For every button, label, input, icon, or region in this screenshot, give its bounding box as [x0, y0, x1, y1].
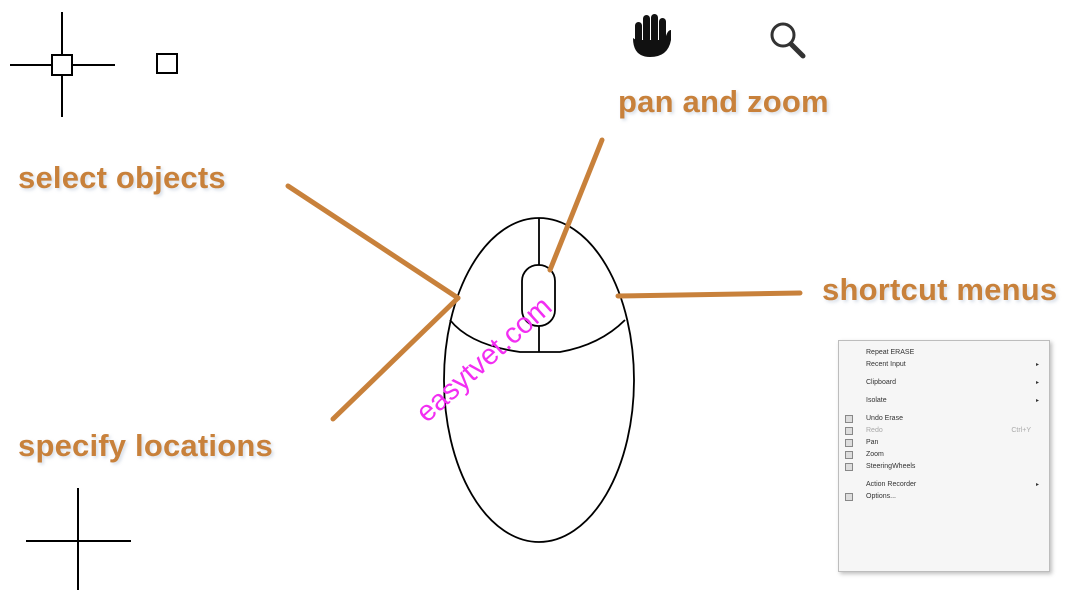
pan-and-zoom-label: pan and zoom	[618, 84, 829, 120]
leader-lines	[288, 140, 800, 419]
menu-item-label: Undo Erase	[866, 415, 903, 422]
crosshair-pickbox-icon	[10, 12, 115, 117]
menu-item[interactable]: Action Recorder ▸	[839, 479, 1049, 491]
menu-item[interactable]: Recent Input ▸	[839, 359, 1049, 371]
menu-item-label: Pan	[866, 439, 878, 446]
menu-item[interactable]: Repeat ERASE	[839, 347, 1049, 359]
specify-locations-label: specify locations	[18, 428, 273, 464]
menu-item[interactable]: SteeringWheels	[839, 461, 1049, 473]
menu-item-icon	[845, 463, 853, 471]
menu-item-label: SteeringWheels	[866, 463, 915, 470]
menu-item[interactable]: Undo Erase	[839, 413, 1049, 425]
submenu-arrow-icon: ▸	[1036, 359, 1039, 371]
shortcut-menus-label: shortcut menus	[822, 272, 1057, 308]
menu-item-label: Isolate	[866, 397, 887, 404]
menu-item-icon	[845, 415, 853, 423]
pickbox-icon	[157, 54, 177, 73]
leader-select-objects	[288, 186, 458, 298]
menu-item-label: Action Recorder	[866, 481, 916, 488]
menu-item[interactable]: Options...	[839, 491, 1049, 503]
menu-item[interactable]: Redo Ctrl+Y	[839, 425, 1049, 437]
select-objects-label: select objects	[18, 160, 226, 196]
menu-item-label: Zoom	[866, 451, 884, 458]
menu-item-icon	[845, 451, 853, 459]
leader-pan-zoom	[550, 140, 602, 270]
pan-hand-icon	[633, 14, 671, 57]
submenu-arrow-icon: ▸	[1036, 395, 1039, 407]
menu-item[interactable]: Isolate ▸	[839, 395, 1049, 407]
menu-item-label: Redo	[866, 427, 883, 434]
menu-item-label: Options...	[866, 493, 896, 500]
menu-item[interactable]: Clipboard ▸	[839, 377, 1049, 389]
leader-shortcut-menus	[618, 293, 800, 296]
submenu-arrow-icon: ▸	[1036, 479, 1039, 491]
menu-item-label: Clipboard	[866, 379, 896, 386]
menu-item-label: Recent Input	[866, 361, 906, 368]
menu-item-icon	[845, 439, 853, 447]
submenu-arrow-icon: ▸	[1036, 377, 1039, 389]
menu-item-icon	[845, 493, 853, 501]
crosshair-icon	[26, 488, 131, 590]
menu-item[interactable]: Pan	[839, 437, 1049, 449]
menu-item[interactable]: Zoom	[839, 449, 1049, 461]
menu-item-icon	[845, 427, 853, 435]
zoom-magnifier-icon	[772, 24, 803, 56]
menu-item-shortcut: Ctrl+Y	[1011, 425, 1031, 437]
menu-item-label: Repeat ERASE	[866, 349, 914, 356]
